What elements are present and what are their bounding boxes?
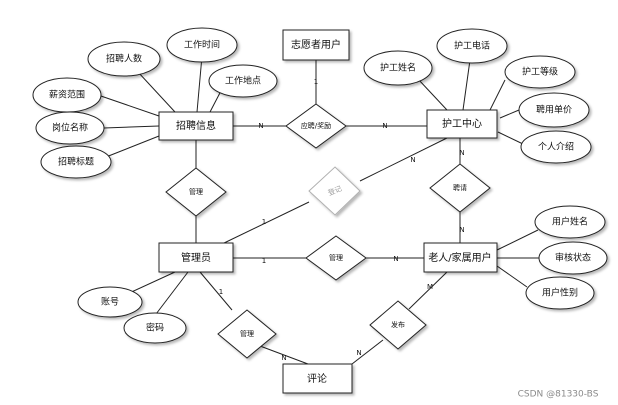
card-manage-review-review: N xyxy=(281,354,286,362)
card-publish-elderly: M xyxy=(427,283,433,291)
rel-manage-review-label: 管理 xyxy=(240,329,254,338)
attr-user-gender: 用户性别 xyxy=(525,276,595,310)
edge-salary-range xyxy=(97,94,160,117)
entity-volunteer: 志愿者用户 xyxy=(282,29,350,61)
attr-position-name: 岗位名称 xyxy=(35,111,105,145)
rel-register: 登记 xyxy=(308,166,361,216)
edge-center-register xyxy=(359,137,448,182)
attr-user-name-label: 用户姓名 xyxy=(552,216,588,228)
edge-password xyxy=(152,271,189,319)
attr-work-time: 工作时间 xyxy=(166,27,238,63)
edge-register-admin xyxy=(221,201,310,245)
card-hire-elderly: N xyxy=(459,226,464,234)
attr-recruit-title: 招聘标题 xyxy=(40,145,112,179)
edge-caregiver-level xyxy=(489,79,506,111)
entity-care-center-label: 护工中心 xyxy=(442,117,482,130)
rel-hire-label: 聘请 xyxy=(453,183,467,192)
attributes: 招聘人数 工作时间 工作地点 薪资范围 岗位名称 招聘标题 护工姓名 护工电 xyxy=(32,27,608,344)
edge-caregiver-name xyxy=(417,78,448,111)
edge-caregiver-phone xyxy=(462,59,471,111)
edges xyxy=(97,55,540,365)
watermark: CSDN @81330-BS xyxy=(518,390,599,400)
attr-caregiver-phone: 护工电话 xyxy=(436,28,508,64)
entity-volunteer-label: 志愿者用户 xyxy=(291,38,341,51)
rel-publish-label: 发布 xyxy=(391,320,405,329)
entity-recruitment: 招聘信息 xyxy=(158,111,234,141)
attr-account-label: 账号 xyxy=(101,297,119,308)
card-center-register: N xyxy=(410,156,415,164)
entity-admin-label: 管理员 xyxy=(181,251,211,264)
card-admin-manage: 1 xyxy=(262,257,266,265)
attr-review-status-label: 审核状态 xyxy=(555,252,591,264)
attr-recruit-count-label: 招聘人数 xyxy=(106,53,142,65)
rel-manage-user-label: 管理 xyxy=(329,253,343,262)
attr-caregiver-phone-label: 护工电话 xyxy=(454,40,490,52)
rel-apply-reward-label: 应聘/奖励 xyxy=(301,121,331,130)
entity-elderly: 老人/家属用户 xyxy=(423,242,498,273)
attr-review-status: 审核状态 xyxy=(538,241,608,275)
attr-caregiver-level-label: 护工等级 xyxy=(522,66,558,78)
edge-recruit-title xyxy=(105,135,160,158)
rel-hire: 聘请 xyxy=(429,163,491,213)
relationships: 应聘/奖励 管理 登记 聘请 管理 管理 发布 xyxy=(165,103,491,359)
rel-manage-recruit: 管理 xyxy=(165,167,227,217)
entity-elderly-label: 老人/家属用户 xyxy=(428,251,491,264)
attr-work-location-label: 工作地点 xyxy=(225,75,261,87)
rel-manage-recruit-label: 管理 xyxy=(189,187,203,196)
attr-recruit-count: 招聘人数 xyxy=(87,41,161,77)
card-admin-register: 1 xyxy=(262,218,266,226)
entity-review-label: 评论 xyxy=(307,372,327,385)
attr-user-gender-label: 用户性别 xyxy=(542,287,578,299)
attr-work-time-label: 工作时间 xyxy=(184,39,220,51)
attr-salary-range: 薪资范围 xyxy=(32,77,102,113)
rel-manage-user: 管理 xyxy=(305,235,367,281)
attr-position-name-label: 岗位名称 xyxy=(52,122,88,134)
rel-publish: 发布 xyxy=(369,300,427,350)
attr-salary-range-label: 薪资范围 xyxy=(49,89,85,101)
entity-review: 评论 xyxy=(282,363,353,394)
rel-manage-review: 管理 xyxy=(217,309,277,359)
card-admin-manage-review: 1 xyxy=(219,288,223,296)
attr-password: 密码 xyxy=(123,312,187,344)
rel-apply-reward: 应聘/奖励 xyxy=(285,103,347,149)
card-manage-elderly: N xyxy=(393,255,398,263)
attr-hire-price-label: 聘用单价 xyxy=(536,104,572,116)
entities: 志愿者用户 招聘信息 护工中心 管理员 老人/家属用户 评论 xyxy=(158,29,498,394)
entity-admin: 管理员 xyxy=(158,242,234,273)
edge-review-publish xyxy=(351,339,384,365)
attr-hire-price: 聘用单价 xyxy=(518,92,590,128)
attr-personal-intro: 个人介绍 xyxy=(520,130,592,164)
card-apply-center: N xyxy=(382,122,387,130)
entity-recruitment-label: 招聘信息 xyxy=(176,119,216,132)
edge-position-name xyxy=(103,125,160,129)
edge-publish-elderly xyxy=(408,271,448,310)
card-recruit-apply: N xyxy=(258,122,263,130)
edge-work-time xyxy=(196,55,203,113)
attr-user-name: 用户姓名 xyxy=(534,205,606,239)
entity-care-center: 护工中心 xyxy=(426,109,498,139)
attr-work-location: 工作地点 xyxy=(208,64,278,98)
attr-caregiver-name-label: 护工姓名 xyxy=(380,62,416,74)
attr-recruit-title-label: 招聘标题 xyxy=(58,156,94,168)
edge-user-gender xyxy=(496,265,528,288)
attr-personal-intro-label: 个人介绍 xyxy=(538,141,574,153)
edge-hire-price xyxy=(499,109,520,119)
attr-caregiver-name: 护工姓名 xyxy=(363,50,433,86)
edge-personal-intro xyxy=(497,131,524,145)
edge-admin-manage-review xyxy=(199,271,233,311)
card-center-hire: N xyxy=(459,149,464,157)
cardinalities: 1 N N N 1 N N 1 N 1 N N M xyxy=(219,78,465,362)
card-review-publish: N xyxy=(356,349,361,357)
attr-caregiver-level: 护工等级 xyxy=(504,55,576,89)
card-volunteer-apply: 1 xyxy=(314,78,318,86)
edge-user-name xyxy=(496,229,539,251)
attr-account: 账号 xyxy=(77,286,143,318)
edge-manage-review-review xyxy=(259,345,309,365)
attr-password-label: 密码 xyxy=(146,322,164,334)
